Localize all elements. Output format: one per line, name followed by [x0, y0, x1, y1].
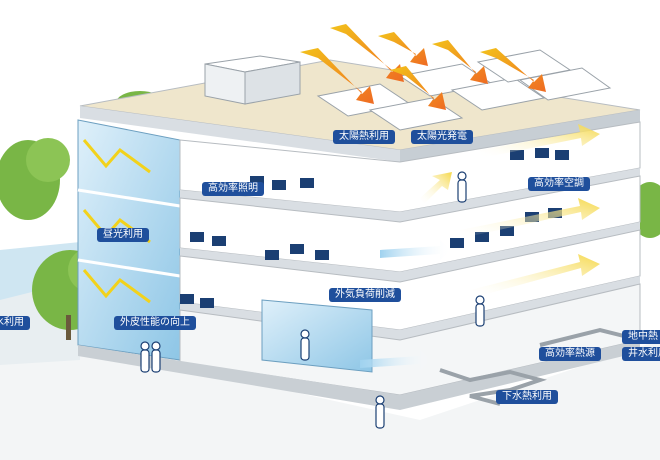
label-efficient-lighting: 高効率照明 — [202, 182, 264, 196]
label-outdoor-air-reduction: 外気負荷削減 — [329, 288, 401, 302]
label-envelope: 外皮性能の向上 — [114, 316, 196, 330]
label-efficient-ac: 高効率空調 — [528, 177, 590, 191]
label-solar-power: 太陽光発電 — [411, 130, 473, 144]
label-rainwater: 雨水利用 — [0, 316, 30, 330]
label-daylight: 昼光利用 — [97, 228, 149, 242]
label-sewage-heat: 下水熱利用 — [496, 390, 558, 404]
label-solar-heat: 太陽熱利用 — [333, 130, 395, 144]
label-well-water: 井水利用 — [622, 347, 660, 361]
label-geothermal: 地中熱 — [622, 330, 660, 344]
label-efficient-heat-source: 高効率熱源 — [539, 347, 601, 361]
